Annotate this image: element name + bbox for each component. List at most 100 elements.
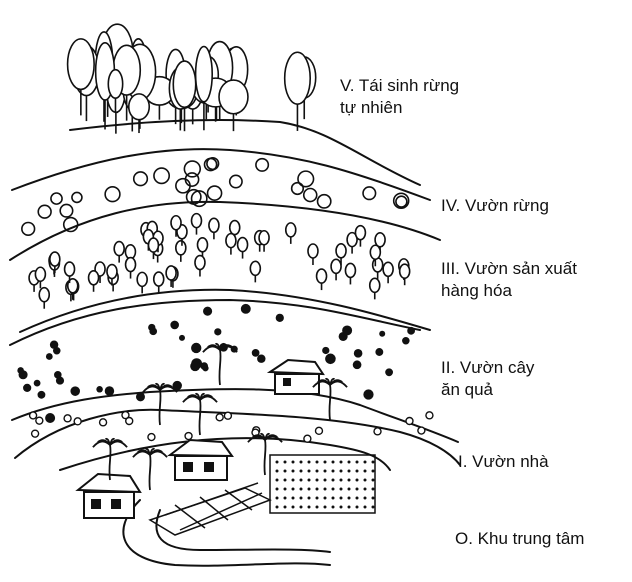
fruit-tree [402,337,410,345]
fruit-tree [342,325,352,335]
palm-tree [133,449,167,490]
home-garden-plant [374,428,381,435]
commercial-tree [383,262,393,283]
commercial-tree [89,271,99,292]
field-crop-dot [316,461,319,464]
forest-garden-shrub [298,171,314,187]
fruit-tree [203,307,212,316]
home-garden-plant [224,412,231,419]
house-1 [78,474,140,518]
forest-garden-shrub [363,187,376,200]
field-crop-dot [300,461,303,464]
house-2 [170,440,232,480]
forest-garden-shrub [184,161,200,177]
fruit-tree [407,327,415,335]
field-crop-dot [348,470,351,473]
home-garden-plant [315,427,322,434]
field-crop-dot [364,488,367,491]
path-road-left [123,500,330,566]
field-crop-dot [324,470,327,473]
field-crop-dot [356,470,359,473]
field-crop-dot [276,461,279,464]
field-crop-dot [308,461,311,464]
fruit-tree [179,335,185,341]
commercial-tree [176,241,186,262]
field-crop-dot [340,506,343,509]
commercial-tree [195,256,205,277]
commercial-tree [114,242,124,263]
commercial-tree [166,266,176,287]
fruit-tree [354,349,363,358]
fruit-tree [276,314,284,322]
field-crop-dot [308,506,311,509]
commercial-tree [317,269,327,290]
home-garden-plant [418,427,425,434]
field-crop-dot [324,488,327,491]
zone-label-line: I. Vườn nhà [458,451,549,473]
home-garden-plant [426,412,433,419]
forest-garden-shrub [318,195,331,208]
forest-garden-shrub [22,223,35,236]
commercial-tree [400,264,410,285]
commercial-tree [345,263,355,284]
natural-forest-tree [68,39,95,116]
forest-garden-shrub [38,205,51,218]
boundary-forest-top [70,120,420,185]
field-crop-dot [356,488,359,491]
field-crop-dot [308,497,311,500]
commercial-tree [39,288,49,309]
field-crop-dot [292,479,295,482]
field-crop-dot [364,470,367,473]
field-crop-dot [348,497,351,500]
field-crop-dot [284,479,287,482]
fruit-tree [379,331,385,337]
field-crop-dot [316,497,319,500]
forest-garden-shrub [60,204,72,216]
fruit-tree [70,386,80,396]
forest-garden-shrub [64,218,78,232]
forest-garden-shrub [304,189,317,202]
zone-label-home-garden: I. Vườn nhà [458,451,549,473]
fruit-tree [105,386,114,395]
field-crop-dot [364,506,367,509]
field-crop-dot [372,470,375,473]
field-crop-dot [340,461,343,464]
field-crop-dot [292,497,295,500]
field-crop-dot [364,461,367,464]
home-garden-plant [64,415,71,422]
forest-garden-shrub [208,186,222,200]
commercial-tree [286,223,296,244]
field-crop-dot [324,461,327,464]
field-crop-dot [276,488,279,491]
fruit-tree [385,368,393,376]
natural-forest-tree [285,52,311,131]
field-crop-dot [284,470,287,473]
fruit-tree [170,321,179,330]
home-garden-plant [126,418,133,425]
commercial-tree [154,272,164,293]
fruit-tree [96,386,103,393]
fruit-tree [46,353,53,360]
forest-garden-shrub [292,183,304,195]
commercial-tree [50,252,60,273]
zone-label-line: ăn quả [441,379,534,401]
commercial-tree [191,214,201,235]
field-crop-dot [340,479,343,482]
field-crop-dot [284,506,287,509]
field-crop-dot [308,488,311,491]
home-garden-plant [74,418,81,425]
field-crop-dot [332,479,335,482]
zone-label-line: III. Vườn sản xuất [441,258,577,280]
forest-garden-shrub [51,193,62,204]
zone-label-natural-forest: V. Tái sinh rừng tự nhiên [340,75,459,119]
house-3 [270,360,323,394]
field-crop-dot [372,479,375,482]
crop-plot [150,488,270,535]
forest-garden-shrub [256,159,268,171]
home-garden-plant [148,434,155,441]
field-crop-dot [332,461,335,464]
field-crop-dot [316,506,319,509]
zone-label-commercial-garden: III. Vườn sản xuất hàng hóa [441,258,577,302]
boundary-fruit-bottom [12,389,458,442]
home-field [270,455,375,513]
